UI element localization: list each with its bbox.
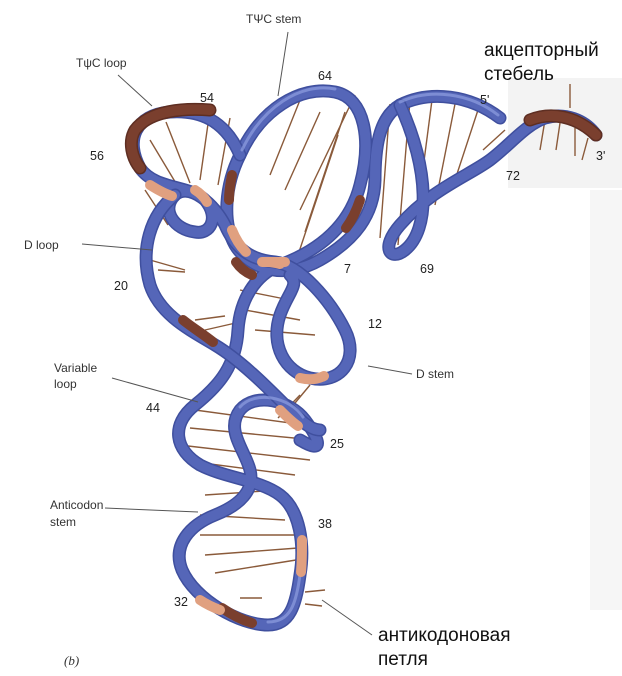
leader-tpsic-stem xyxy=(278,32,288,96)
label-tpsic-stem: TΨC stem xyxy=(246,12,301,26)
residue-72: 72 xyxy=(506,169,520,183)
residue-64: 64 xyxy=(318,69,332,83)
residue-7: 7 xyxy=(344,262,351,276)
rung xyxy=(215,560,296,573)
rung xyxy=(158,270,185,272)
rung xyxy=(205,548,298,555)
rung xyxy=(305,590,325,592)
label-anticodon-stem-line2: stem xyxy=(50,515,76,529)
rung xyxy=(255,330,315,335)
peach-segment xyxy=(268,262,280,264)
label-acceptor-stem-line2: стебель xyxy=(484,64,554,85)
label-anticodon-loop-line1: антикодоновая xyxy=(378,625,511,646)
right-background-strip xyxy=(590,190,622,610)
label-acceptor-stem-line1: акцепторный xyxy=(484,40,599,61)
residue-12: 12 xyxy=(368,317,382,331)
label-anticodon-loop-line2: петля xyxy=(378,649,428,670)
leader-d-stem xyxy=(368,366,412,374)
residue-25: 25 xyxy=(330,437,344,451)
leader-anticodon-stem xyxy=(105,508,198,512)
label-d-loop: D loop xyxy=(24,238,59,252)
label-tpsic-loop: TψC loop xyxy=(76,56,127,70)
residue-20: 20 xyxy=(114,279,128,293)
residue-32: 32 xyxy=(174,595,188,609)
leader-tpsic-loop xyxy=(118,75,152,106)
leader-anticodon-loop xyxy=(322,600,372,635)
label-variable-loop-line1: Variable xyxy=(54,361,97,375)
rung xyxy=(305,604,322,606)
figure-caption: (b) xyxy=(64,653,79,668)
rung xyxy=(150,260,185,270)
three-prime-end: 3' xyxy=(596,149,605,163)
label-d-stem: D stem xyxy=(416,367,454,381)
leader-variable-loop xyxy=(112,378,198,402)
label-anticodon-stem-line1: Anticodon xyxy=(50,498,103,512)
residue-56: 56 xyxy=(90,149,104,163)
rung xyxy=(300,95,355,210)
residue-44: 44 xyxy=(146,401,160,415)
brown-segment xyxy=(229,175,232,200)
residue-69: 69 xyxy=(420,262,434,276)
five-prime-end: 5' xyxy=(480,93,489,107)
rung xyxy=(195,316,225,320)
label-variable-loop-line2: loop xyxy=(54,377,77,391)
residue-54: 54 xyxy=(200,91,214,105)
peach-segment xyxy=(300,376,324,379)
residue-38: 38 xyxy=(318,517,332,531)
peach-segment xyxy=(301,540,302,572)
